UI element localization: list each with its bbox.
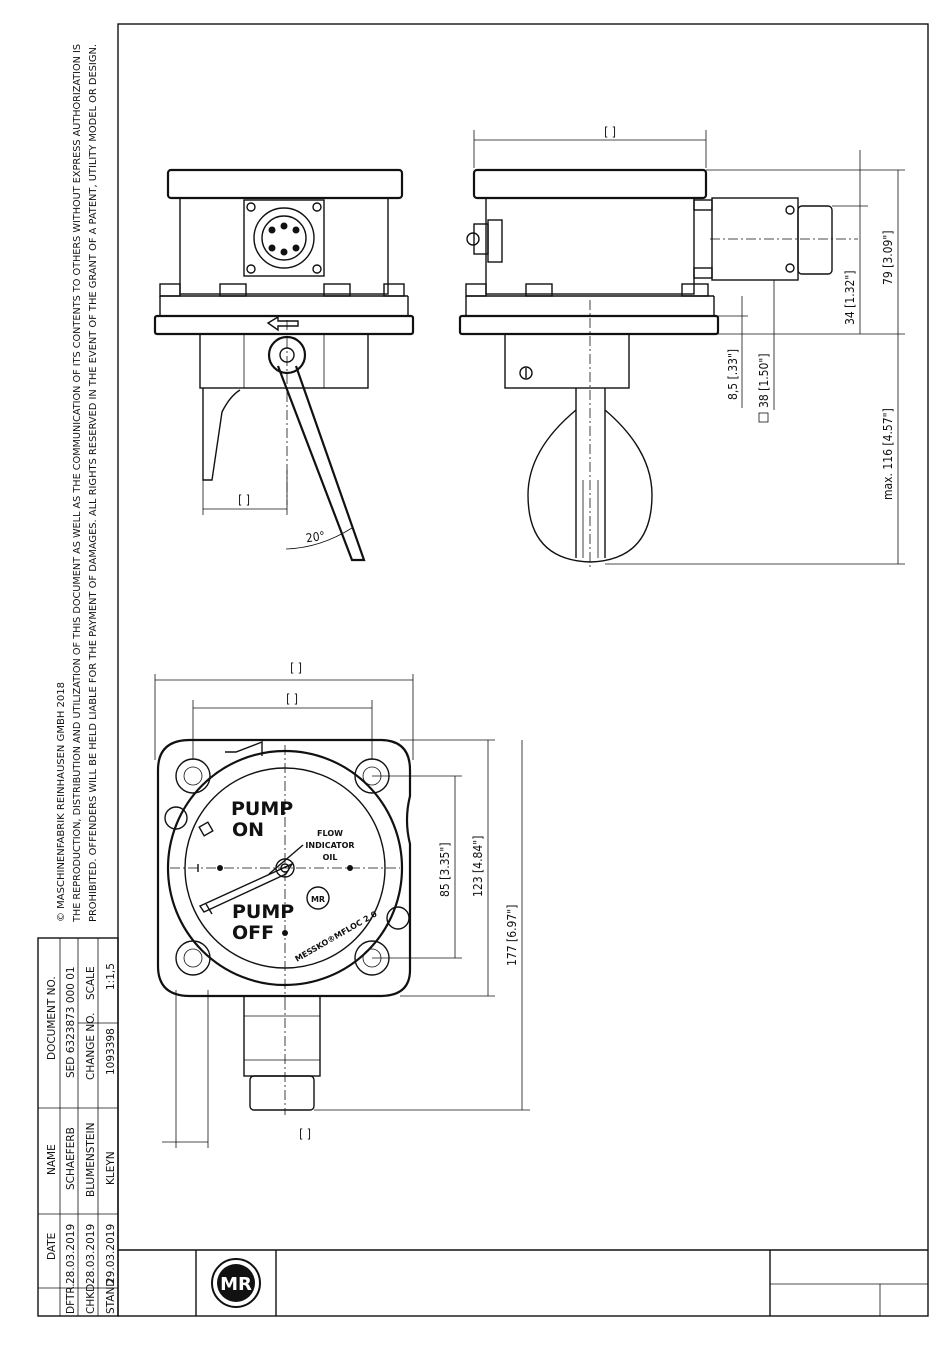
- tb-change-label: CHANGE NO.: [85, 1013, 97, 1080]
- dim-123: 123 [4.84"]: [471, 836, 485, 897]
- dim-79: 79 [3.09"]: [881, 230, 895, 285]
- dim-lever-width: [ ]: [238, 493, 250, 507]
- tb-col-doc: DOCUMENT NO.: [46, 976, 58, 1060]
- dial-flow-3: OIL: [323, 853, 338, 862]
- dim-8-5: 8,5 [.33"]: [726, 349, 740, 400]
- copyright-text: © MASCHINENFABRIK REINHAUSEN GMBH 2018 T…: [56, 44, 99, 923]
- tb-row2-date: 28.03.2019: [85, 1224, 97, 1284]
- dial-logo: MR: [311, 895, 325, 904]
- dims-top-view: [ ] [ ] 85 [3.35"] 123 [4.84"] 177 [6.97…: [154, 661, 530, 1148]
- copyright-line-2: THE REPRODUCTION, DISTRIBUTION AND UTILI…: [72, 44, 83, 923]
- dim-177: 177 [6.97"]: [505, 905, 519, 966]
- tb-scale-label: SCALE: [85, 966, 97, 1000]
- dial-pump-off-1: PUMP: [232, 901, 294, 923]
- dial-flow-2: INDICATOR: [305, 841, 354, 850]
- side-view-front: [153, 168, 415, 562]
- tb-row3-date: 29.03.2019: [105, 1224, 117, 1284]
- tb-row1-date: 28.03.2019: [65, 1224, 77, 1284]
- tb-change-no: 1093398: [105, 1028, 117, 1075]
- tb-row1-name: SCHAEFERB: [65, 1127, 77, 1190]
- title-block-texts: DATE NAME DOCUMENT NO. DFTR. 28.03.2019 …: [46, 963, 117, 1314]
- tb-scale: 1:1,5: [105, 963, 117, 990]
- tb-row3-label: STAND: [105, 1279, 117, 1314]
- dims-right-view: [ ] 79 [3.09"] 34 [1.32"] 8,5 [.33"] 38 …: [473, 125, 905, 565]
- connector-flange: [243, 199, 325, 277]
- dim-38: 38 [1.50"]: [757, 353, 771, 408]
- mr-logo: MR: [211, 1258, 261, 1308]
- title-block-grid: [38, 938, 928, 1316]
- dim-85: 85 [3.35"]: [438, 842, 452, 897]
- tb-col-date: DATE: [46, 1233, 58, 1260]
- tb-document-no: SED 6323873 000 01: [65, 966, 77, 1078]
- dial-pump-off-2: OFF: [232, 922, 274, 944]
- drawing-frame: [117, 23, 929, 1317]
- dim-top-inner: [ ]: [286, 692, 298, 706]
- dims-front-view: [ ] 20°: [202, 470, 353, 550]
- dim-top-outer: [ ]: [290, 661, 302, 675]
- dial-flow-1: FLOW: [317, 829, 343, 838]
- tb-row2-name: BLUMENSTEIN: [85, 1123, 97, 1197]
- dim-34: 34 [1.32"]: [843, 270, 857, 325]
- copyright-line-1: © MASCHINENFABRIK REINHAUSEN GMBH 2018: [56, 682, 67, 922]
- dim-right-top-width: [ ]: [604, 125, 616, 139]
- dial-pump-on-1: PUMP: [231, 798, 293, 820]
- dim-max116: max. 116 [4.57"]: [881, 408, 895, 500]
- tb-col-name: NAME: [46, 1144, 58, 1175]
- tb-row1-label: DFTR.: [65, 1283, 77, 1314]
- dial-pump-on-2: ON: [232, 819, 264, 841]
- top-view: MR PUMP ON PUMP OFF FLOW INDICATOR OIL M…: [156, 738, 412, 1115]
- mr-logo-text: MR: [220, 1274, 252, 1295]
- copyright-line-3: PROHIBITED. OFFENDERS WILL BE HELD LIABL…: [88, 44, 99, 922]
- dim-angle: 20°: [305, 529, 326, 546]
- tb-row3-name: KLEYN: [105, 1151, 117, 1185]
- dim-bottom-width: [ ]: [299, 1127, 311, 1141]
- tb-row2-label: CHKD.: [85, 1280, 97, 1314]
- dial-brand: MESSKO®MFLOC 2.0: [294, 909, 380, 964]
- side-view-right: [458, 168, 858, 570]
